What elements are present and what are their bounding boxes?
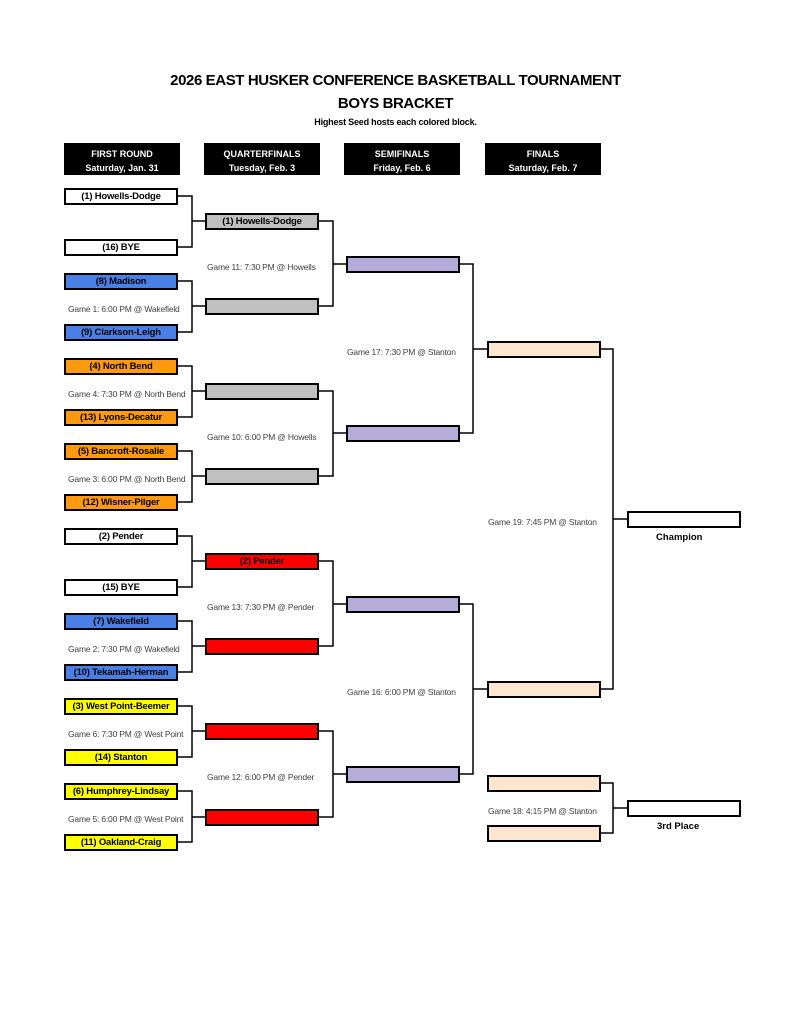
- game-info: Game 3: 6:00 PM @ North Bend: [68, 474, 186, 484]
- quarterfinal-slot: [205, 383, 319, 400]
- first-round-slot: (12) Wisner-Pilger: [64, 494, 178, 511]
- first-round-slot: (15) BYE: [64, 579, 178, 596]
- game-info: Game 18: 4:15 PM @ Stanton: [488, 806, 597, 816]
- round-date: Saturday, Feb. 7: [508, 163, 578, 173]
- first-round-slot: (3) West Point-Beemer: [64, 698, 178, 715]
- semifinal-slot: [346, 766, 460, 783]
- game-info: Game 12: 6:00 PM @ Pender: [207, 772, 315, 782]
- game-info: Game 16: 6:00 PM @ Stanton: [347, 687, 456, 697]
- game-info: Game 10: 6:00 PM @ Howells: [207, 432, 317, 442]
- first-round-slot: (5) Bancroft-Rosalie: [64, 443, 178, 460]
- round-name: FINALS: [526, 149, 560, 159]
- first-round-slot: (6) Humphrey-Lindsay: [64, 783, 178, 800]
- round-header-quarterfinals: QUARTERFINALS Tuesday, Feb. 3: [204, 143, 320, 175]
- round-date: Tuesday, Feb. 3: [228, 163, 296, 173]
- game-info: Game 1: 6:00 PM @ Wakefield: [68, 304, 180, 314]
- first-round-slot: (2) Pender: [64, 528, 178, 545]
- hosting-note: Highest Seed hosts each colored block.: [314, 117, 477, 127]
- third-place-label: 3rd Place: [657, 821, 700, 832]
- quarterfinal-slot: [205, 723, 319, 740]
- third-place-game-slot: [487, 775, 601, 792]
- round-name: QUARTERFINALS: [223, 149, 301, 159]
- third-place-slot: [627, 800, 741, 817]
- first-round-slot: (10) Tekamah-Herman: [64, 664, 178, 681]
- quarterfinal-slot: [205, 298, 319, 315]
- champion-label: Champion: [656, 532, 703, 543]
- first-round-slot: (1) Howells-Dodge: [64, 188, 178, 205]
- game-info: Game 6: 7:30 PM @ West Point: [68, 729, 184, 739]
- game-info: Game 19: 7:45 PM @ Stanton: [488, 517, 597, 527]
- first-round-slot: (8) Madison: [64, 273, 178, 290]
- quarterfinal-slot: (2) Pender: [205, 553, 319, 570]
- round-date: Saturday, Jan. 31: [85, 163, 159, 173]
- round-header-first-round: FIRST ROUND Saturday, Jan. 31: [64, 143, 180, 175]
- quarterfinal-slot: [205, 638, 319, 655]
- first-round-slot: (4) North Bend: [64, 358, 178, 375]
- round-header-finals: FINALS Saturday, Feb. 7: [485, 143, 601, 175]
- round-name: SEMIFINALS: [374, 149, 430, 159]
- game-info: Game 5: 6:00 PM @ West Point: [68, 814, 184, 824]
- quarterfinal-slot: (1) Howells-Dodge: [205, 213, 319, 230]
- round-name: FIRST ROUND: [91, 149, 153, 159]
- game-info: Game 2: 7:30 PM @ Wakefield: [68, 644, 180, 654]
- quarterfinal-slot: [205, 468, 319, 485]
- quarterfinal-slot: [205, 809, 319, 826]
- game-info: Game 13: 7:30 PM @ Pender: [207, 602, 315, 612]
- round-date: Friday, Feb. 6: [373, 163, 431, 173]
- semifinal-slot: [346, 596, 460, 613]
- final-slot: [487, 681, 601, 698]
- bracket-title: BOYS BRACKET: [337, 95, 454, 112]
- first-round-slot: (11) Oakland-Craig: [64, 834, 178, 851]
- game-info: Game 17: 7:30 PM @ Stanton: [347, 347, 456, 357]
- champion-slot: [627, 511, 741, 528]
- first-round-slot: (9) Clarkson-Leigh: [64, 324, 178, 341]
- first-round-slot: (13) Lyons-Decatur: [64, 409, 178, 426]
- semifinal-slot: [346, 256, 460, 273]
- tournament-title: 2026 EAST HUSKER CONFERENCE BASKETBALL T…: [170, 72, 621, 89]
- first-round-slot: (16) BYE: [64, 239, 178, 256]
- semifinal-slot: [346, 425, 460, 442]
- game-info: Game 4: 7:30 PM @ North Bend: [68, 389, 186, 399]
- first-round-slot: (14) Stanton: [64, 749, 178, 766]
- third-place-game-slot: [487, 825, 601, 842]
- first-round-slot: (7) Wakefield: [64, 613, 178, 630]
- game-info: Game 11: 7:30 PM @ Howells: [207, 262, 316, 272]
- round-header-semifinals: SEMIFINALS Friday, Feb. 6: [344, 143, 460, 175]
- final-slot: [487, 341, 601, 358]
